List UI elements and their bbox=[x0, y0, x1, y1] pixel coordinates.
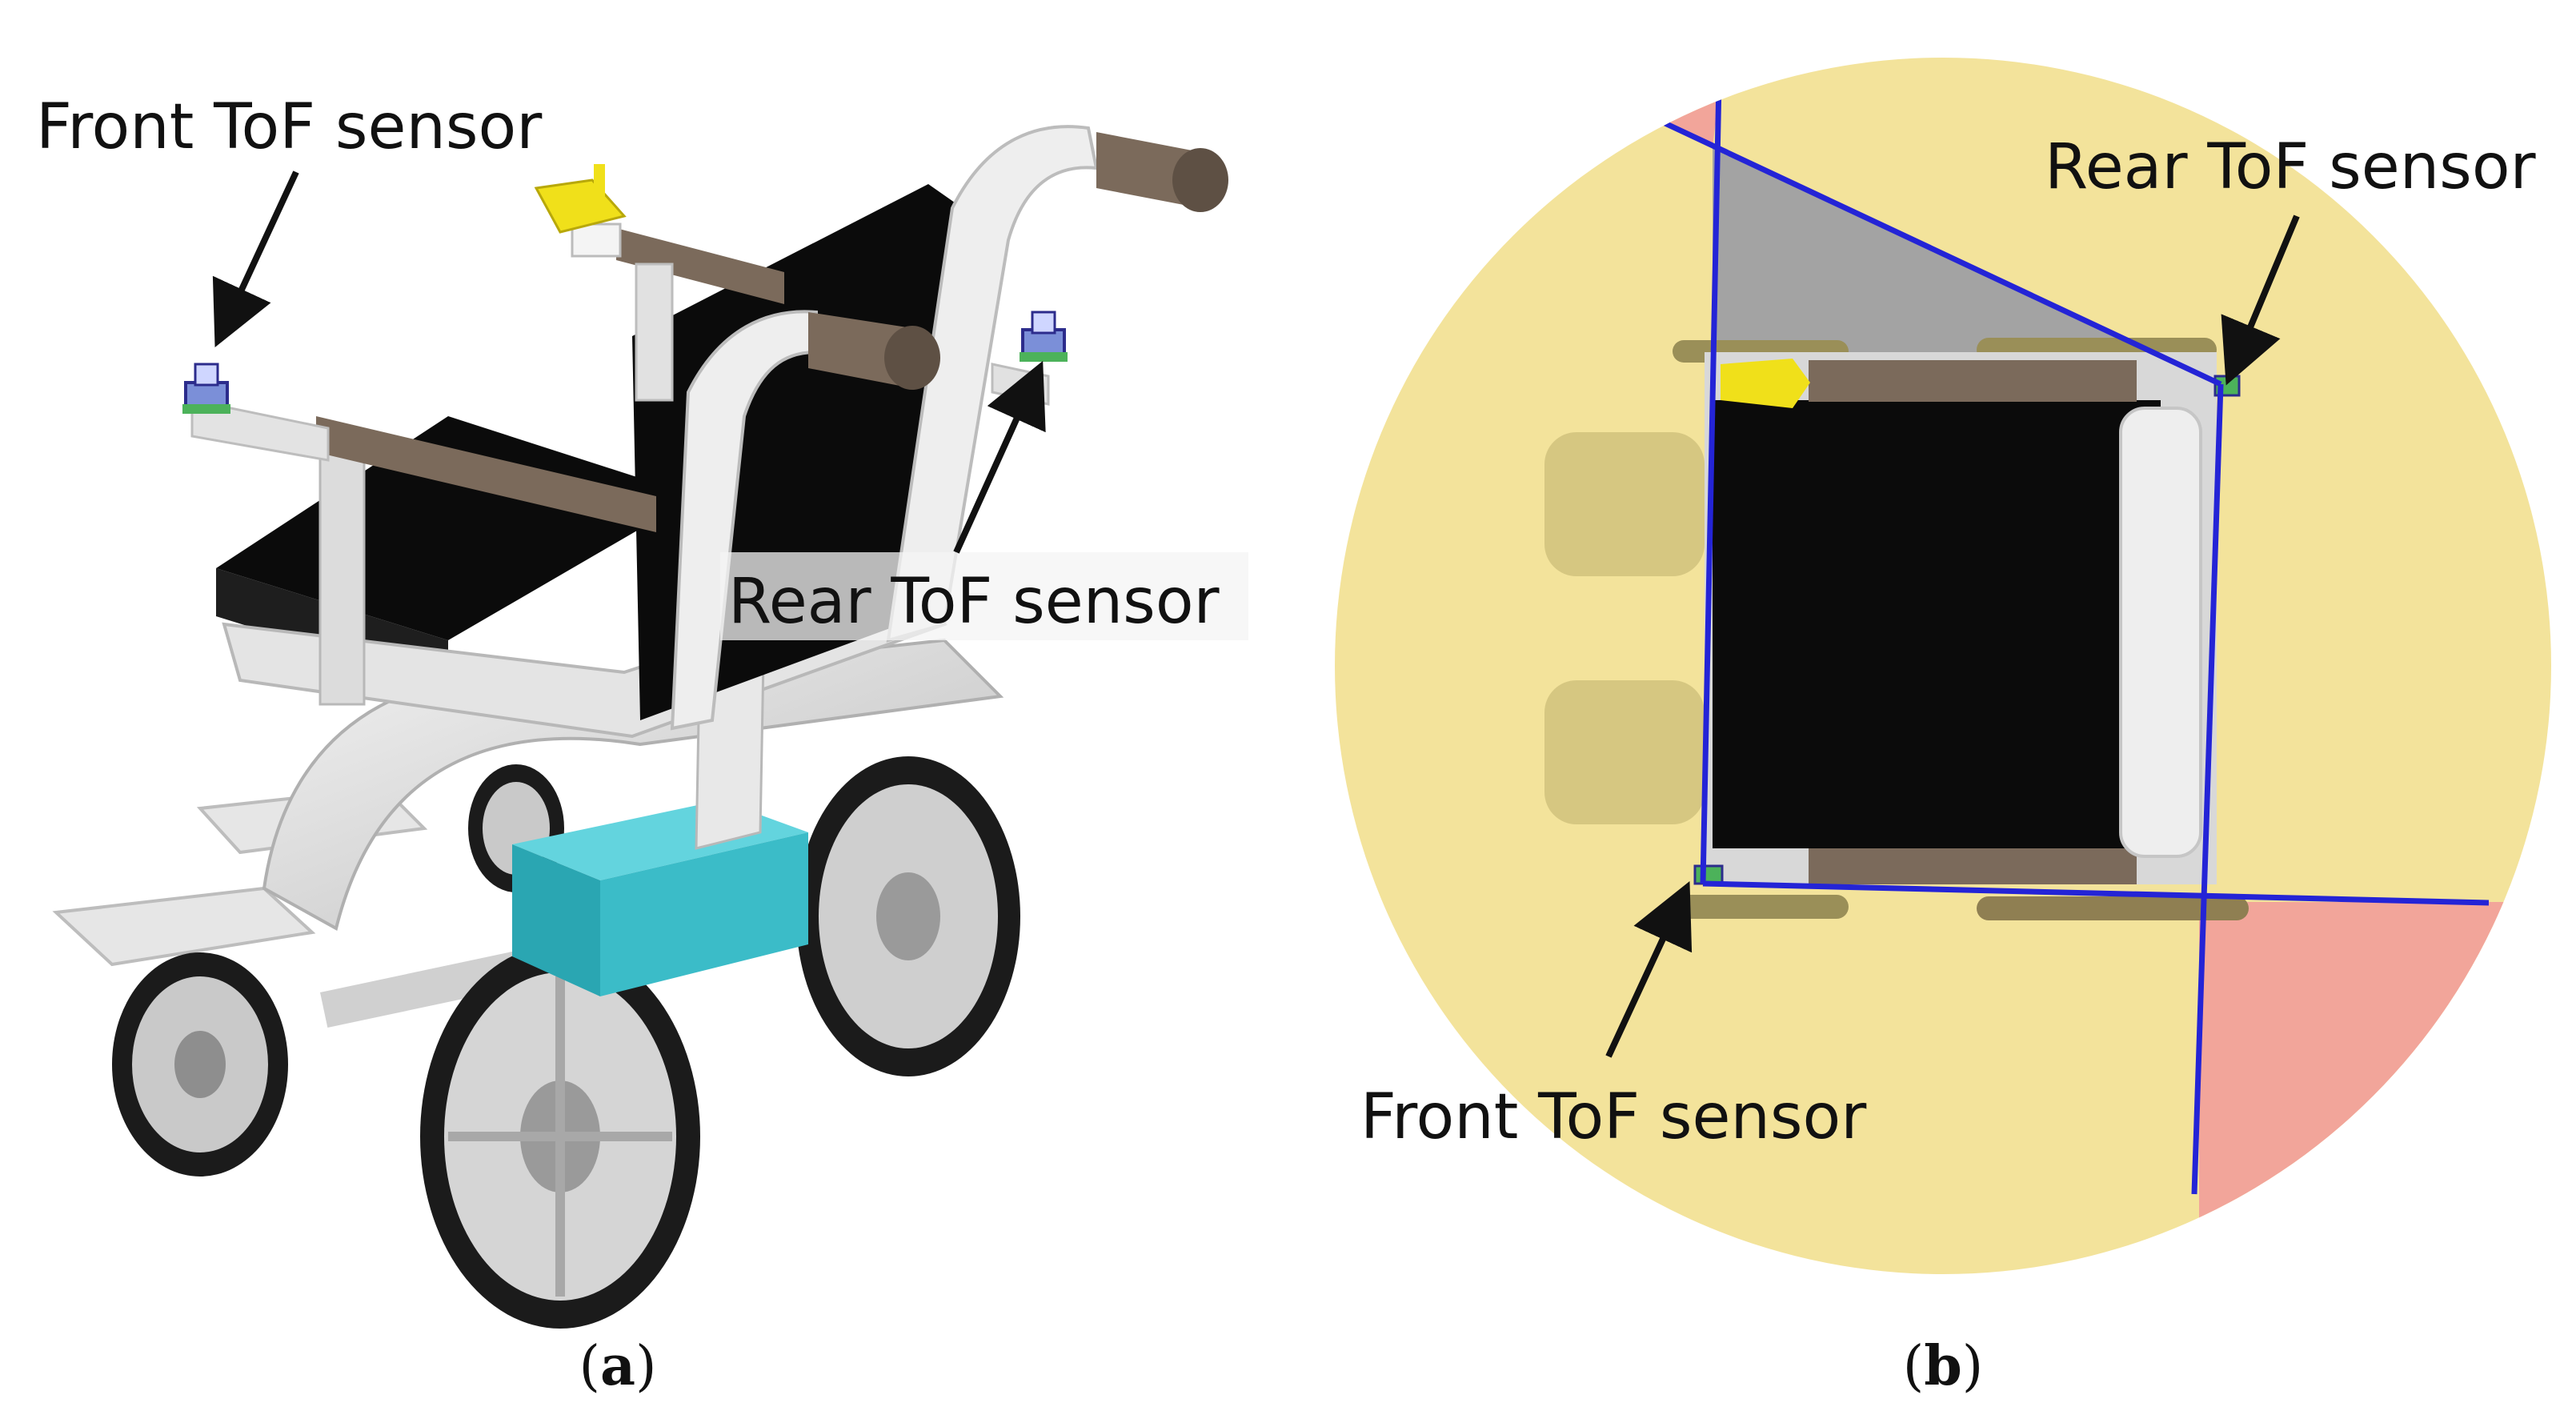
joystick bbox=[534, 164, 627, 258]
front-caster-left bbox=[112, 952, 288, 1176]
seat-top-view bbox=[1713, 400, 2161, 848]
push-handle-grip-front bbox=[808, 312, 940, 390]
backrest-top-view bbox=[2119, 407, 2202, 858]
footrest-left bbox=[52, 886, 316, 967]
rear-label-arrow-b bbox=[2221, 214, 2300, 386]
panel-b-rear-label: Rear ToF sensor bbox=[2045, 131, 2537, 203]
armrest-top-view-2 bbox=[1809, 848, 2137, 884]
front-tof-sensor-3d bbox=[182, 363, 230, 414]
wheel-shadow-3 bbox=[1673, 895, 1849, 919]
rear-wheel-right bbox=[796, 756, 1020, 1076]
panel-a-front-label: Front ToF sensor bbox=[36, 91, 543, 163]
rear-wheel-left bbox=[420, 944, 700, 1329]
rear-label-arrow-a bbox=[953, 360, 1046, 554]
armrest-top-view-1 bbox=[1809, 360, 2137, 402]
rear-tof-sensor-3d bbox=[1020, 311, 1068, 362]
front-label-arrow-b bbox=[1605, 880, 1693, 1058]
arm-bar-rear bbox=[991, 363, 1050, 406]
wheel-shadow-4 bbox=[1977, 896, 2249, 920]
lower-frame bbox=[262, 638, 1004, 932]
panel-b-caption: (b) bbox=[1903, 1334, 1984, 1398]
armrest-far bbox=[616, 228, 784, 304]
arm-bar-near bbox=[190, 399, 330, 462]
panel-a-rear-label: Rear ToF sensor bbox=[728, 566, 1220, 638]
frame-post-front bbox=[318, 447, 366, 706]
rear-label-backdrop bbox=[720, 552, 1248, 640]
footrest-shadow-1 bbox=[1544, 432, 1705, 576]
battery-box bbox=[512, 800, 808, 996]
panel-b-front-label: Front ToF sensor bbox=[1360, 1081, 1867, 1153]
arm-post-far bbox=[635, 263, 674, 402]
blind-spot-bottom-right bbox=[2199, 902, 2551, 1274]
push-handle-grip-rear bbox=[1096, 132, 1228, 212]
panel-a-wheelchair-illustration bbox=[52, 125, 1248, 1329]
sensor-fov-lines bbox=[1643, 81, 2490, 1195]
joystick-top-view bbox=[1721, 359, 1810, 408]
front-label-arrow-a bbox=[212, 170, 299, 348]
footrest-shadow-2 bbox=[1544, 680, 1705, 824]
armrest-near bbox=[316, 416, 656, 532]
panel-a-caption: (a) bbox=[579, 1334, 656, 1398]
